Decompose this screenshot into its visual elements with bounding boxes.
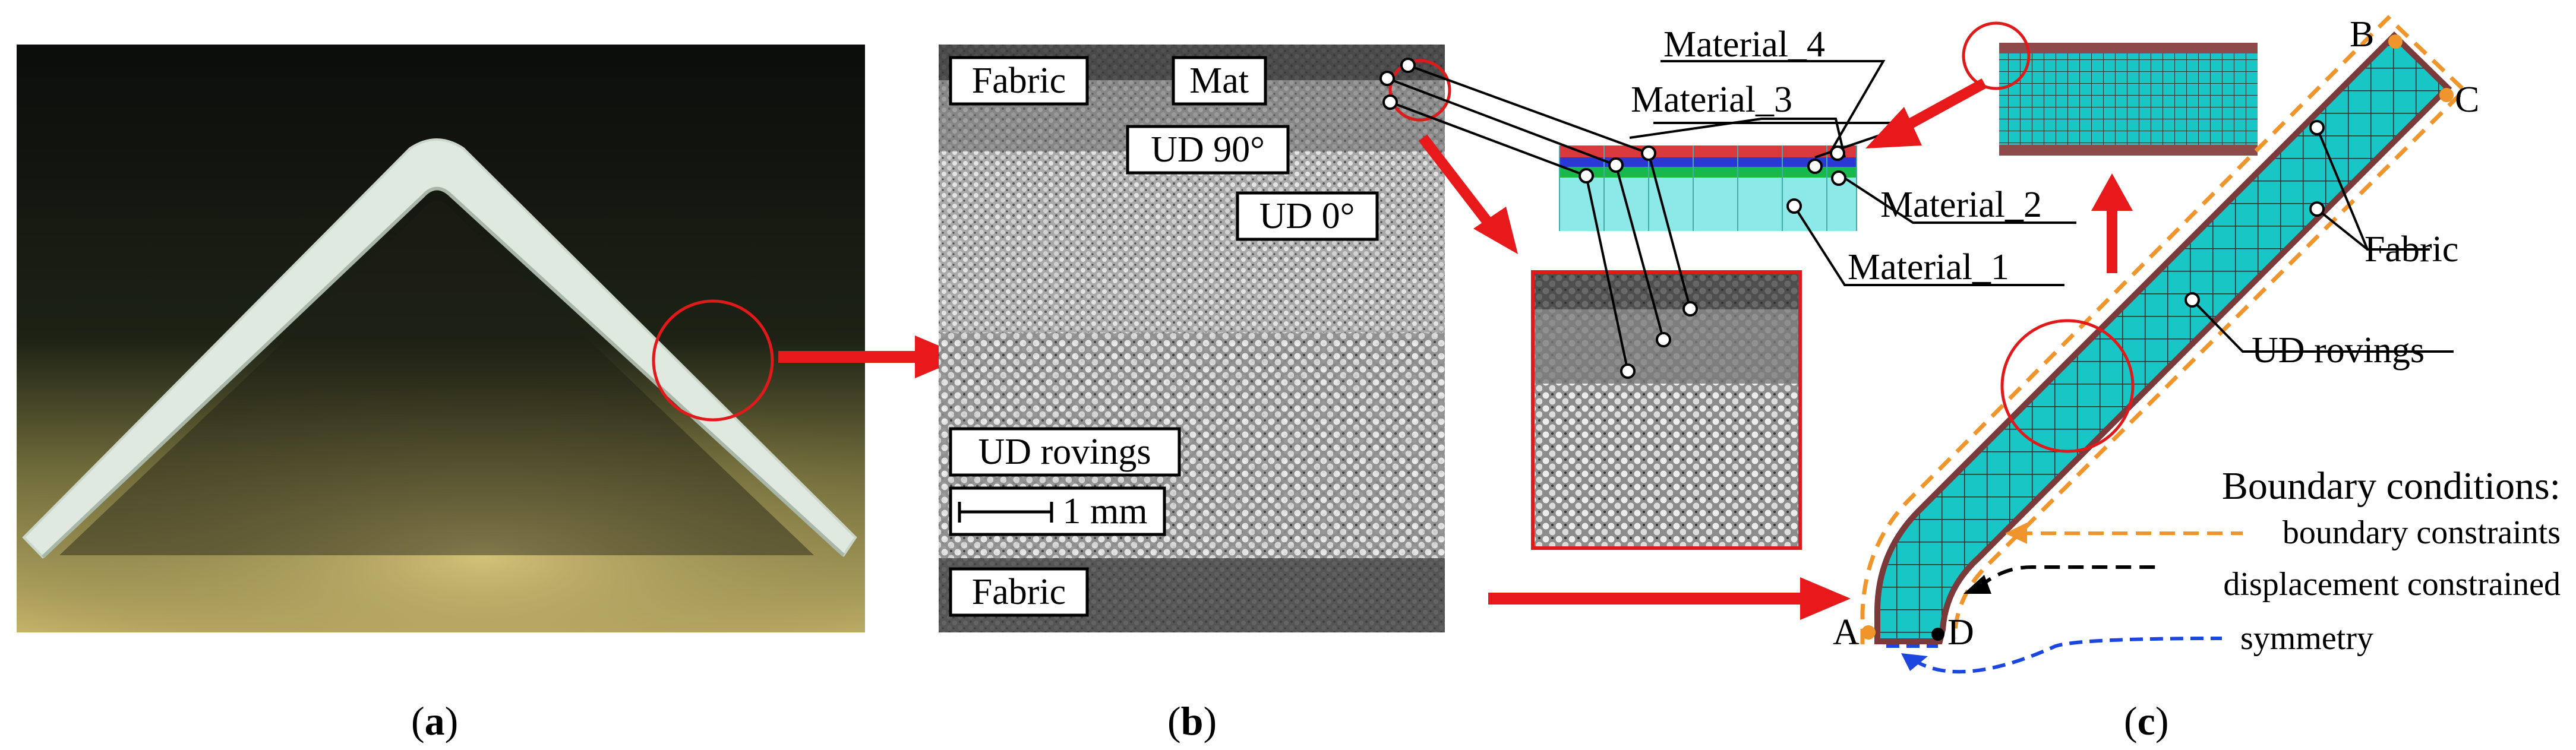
boundary-legend: Boundary conditions: boundary constraint… xyxy=(1886,464,2561,674)
label-fabric-c: Fabric xyxy=(2365,229,2458,270)
boundary-title: Boundary conditions: xyxy=(2222,464,2561,508)
label-ud90: UD 90° xyxy=(1151,129,1265,170)
panel-b-micrograph: Fabric Mat UD 90° UD 0° UD rovings 1 mm … xyxy=(939,45,1451,632)
label-ud-rovings: UD rovings xyxy=(978,432,1151,472)
arrow-b-to-zoom xyxy=(1418,134,1493,226)
label-fabric-bottom: Fabric xyxy=(972,572,1066,612)
caption-c: (c) xyxy=(2124,698,2169,743)
detail-mesh xyxy=(1962,21,2258,156)
label-mat: Mat xyxy=(1189,61,1249,101)
point-d: D xyxy=(1947,612,1974,653)
point-c: C xyxy=(2455,80,2479,120)
boundary-item-constraints: boundary constraints xyxy=(2283,514,2561,551)
label-scale: 1 mm xyxy=(1063,491,1148,531)
zoom-circle-a xyxy=(652,299,774,422)
layered-mesh xyxy=(1559,145,1857,231)
caption-b: (b) xyxy=(1167,698,1217,743)
zoom-circle-b xyxy=(1388,59,1451,122)
label-material-3: Material_3 xyxy=(1631,80,1792,120)
leader-dots xyxy=(1379,58,1846,379)
label-material-4: Material_4 xyxy=(1663,24,1825,65)
zoom-circle-c xyxy=(2000,319,2135,453)
point-b: B xyxy=(2350,14,2374,55)
caption-a: (a) xyxy=(411,698,459,743)
label-fabric-top: Fabric xyxy=(972,61,1066,101)
label-material-1: Material_1 xyxy=(1848,247,2009,287)
boundary-item-displacement: displacement constrained xyxy=(2223,566,2561,603)
zoomed-micrograph xyxy=(1531,270,1802,550)
boundary-item-symmetry: symmetry xyxy=(2240,620,2373,657)
label-ud0: UD 0° xyxy=(1259,196,1355,236)
label-ud-rovings-c: UD rovings xyxy=(2252,330,2425,371)
point-a: A xyxy=(1833,612,1860,653)
panel-a-photo xyxy=(17,45,865,632)
label-material-2: Material_2 xyxy=(1880,185,2042,225)
